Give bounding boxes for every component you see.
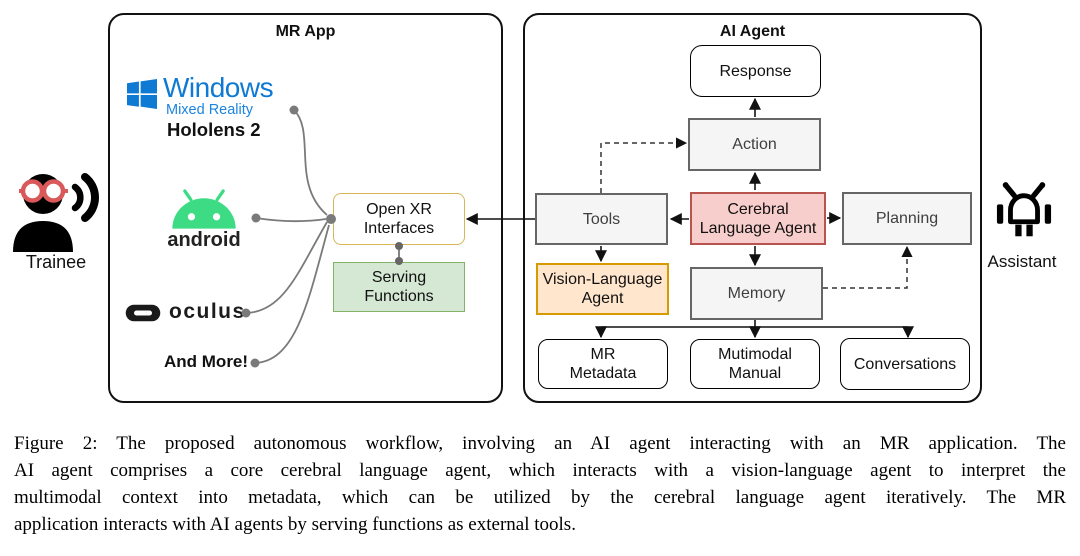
multimodal-manual-box: Mutimodal Manual [690, 339, 820, 389]
cerebral-line2: Language Agent [699, 219, 817, 237]
trainee-icon [13, 173, 99, 252]
hololens-label: Hololens 2 [167, 119, 261, 140]
vla-line2: Agent [581, 290, 624, 307]
response-label: Response [719, 62, 792, 80]
windows-brand: Windows [163, 72, 274, 103]
cerebral-line1: Cerebral [727, 200, 789, 218]
mr-metadata-box: MR Metadata [538, 339, 668, 389]
tools-box: Tools [535, 193, 668, 245]
serving-line2: Functions [364, 288, 434, 305]
open-xr-line2: Interfaces [363, 220, 435, 237]
ai-agent-title: AI Agent [719, 23, 786, 40]
serving-functions-box: Serving Functions [333, 262, 465, 312]
and-more-label: And More! [164, 352, 249, 371]
assistant-label: Assistant [987, 252, 1057, 271]
serving-line1: Serving [371, 269, 427, 286]
open-xr-box: Open XR Interfaces [333, 193, 465, 245]
mr-metadata-line1: MR [590, 346, 616, 363]
windows-sub-brand: Mixed Reality [166, 102, 254, 118]
mr-app-title: MR App [275, 23, 336, 40]
figure-caption: Figure 2: The proposed autonomous workfl… [14, 430, 1066, 538]
caption-line-4: application interacts with AI agents by … [14, 514, 576, 535]
mr-metadata-line2: Metadata [569, 365, 637, 382]
action-label: Action [732, 136, 777, 153]
oculus-logo-icon [125, 304, 161, 322]
manual-line1: Mutimodal [718, 346, 792, 363]
tools-label: Tools [582, 210, 621, 228]
open-xr-line1: Open XR [366, 201, 432, 218]
caption-line-3: multimodal context into metadata, which … [14, 487, 1066, 508]
manual-line2: Manual [728, 365, 782, 382]
caption-line-1: Figure 2: The proposed autonomous workfl… [14, 433, 1066, 454]
vision-language-agent-box: Vision-Language Agent [536, 263, 669, 315]
windows-logo-icon [127, 79, 157, 109]
vla-line1: Vision-Language [542, 271, 663, 288]
cerebral-language-agent-box: Cerebral Language Agent [690, 192, 826, 245]
trainee-label: Trainee [25, 252, 87, 272]
memory-box: Memory [690, 267, 823, 320]
planning-box: Planning [842, 192, 972, 245]
action-box: Action [688, 118, 821, 171]
planning-label: Planning [875, 210, 939, 227]
android-logo-icon [172, 189, 236, 229]
response-box: Response [690, 45, 821, 97]
android-label: android [167, 229, 241, 251]
memory-label: Memory [727, 285, 786, 302]
caption-line-2: AI agent comprises a core cerebral langu… [14, 460, 1066, 481]
assistant-icon [996, 182, 1052, 237]
oculus-label: oculus [169, 300, 246, 323]
conversations-label: Conversations [853, 355, 957, 373]
conversations-box: Conversations [840, 338, 970, 390]
